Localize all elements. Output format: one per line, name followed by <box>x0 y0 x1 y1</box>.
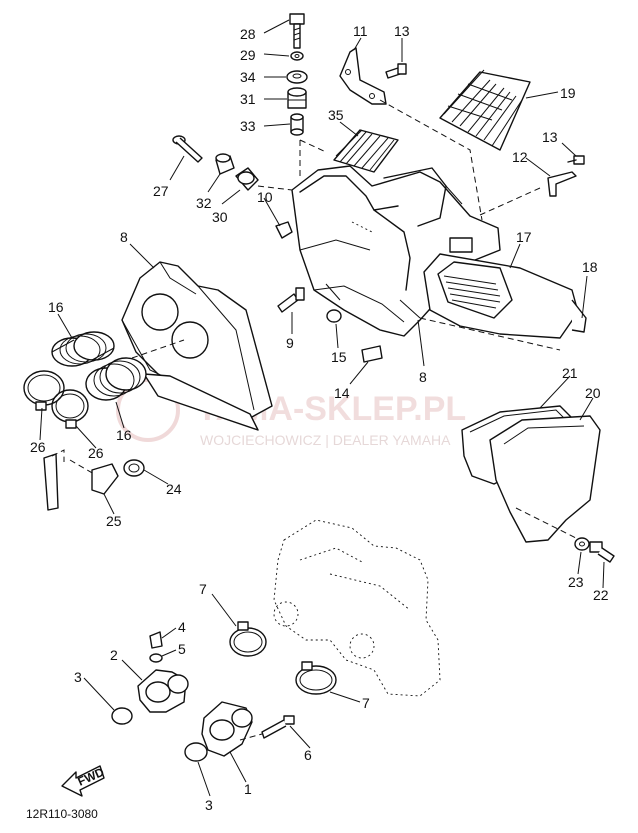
callout: 19 <box>560 85 576 101</box>
joint-2 <box>137 669 189 713</box>
callout: 21 <box>562 365 578 381</box>
callout: 22 <box>593 587 609 603</box>
callout: 13 <box>394 23 410 39</box>
callout: 1 <box>244 781 252 797</box>
callout: 9 <box>286 335 294 351</box>
callout: 28 <box>240 26 256 42</box>
callout: 16 <box>116 427 132 443</box>
plate-35 <box>333 129 399 173</box>
bolt-28 <box>289 13 305 49</box>
airbox-body <box>291 165 501 337</box>
bracket-11 <box>339 47 387 105</box>
callout: 23 <box>568 574 584 590</box>
callout: 3 <box>205 797 213 813</box>
airbox-case-8 <box>121 261 273 431</box>
screw-9 <box>277 287 305 313</box>
callout: 27 <box>153 183 169 199</box>
callout: 32 <box>196 195 212 211</box>
band-26-right <box>51 389 89 429</box>
callout: 6 <box>304 747 312 763</box>
callout: 7 <box>362 695 370 711</box>
plug-24 <box>123 459 145 477</box>
callout: 26 <box>30 439 46 455</box>
callout: 18 <box>582 259 598 275</box>
callout: 24 <box>166 481 182 497</box>
hose-25 <box>43 449 119 511</box>
washer-29 <box>290 51 304 61</box>
callout: 8 <box>419 369 427 385</box>
callout: 13 <box>542 129 558 145</box>
nut-15 <box>326 309 342 323</box>
callout: 7 <box>199 581 207 597</box>
joint-1 <box>201 701 253 757</box>
o-ring-3-lower <box>184 742 208 762</box>
callout: 26 <box>88 445 104 461</box>
bracket-12 <box>547 171 577 197</box>
callout: 29 <box>240 47 256 63</box>
bolt-27 <box>172 135 203 163</box>
callout: 14 <box>334 385 350 401</box>
cap-4 <box>149 631 163 649</box>
callout: 15 <box>331 349 347 365</box>
callout: 2 <box>110 647 118 663</box>
collar-33 <box>290 113 304 136</box>
callout: 4 <box>178 619 186 635</box>
callout: 10 <box>257 189 273 205</box>
bolt-22 <box>589 541 615 563</box>
callout: 12 <box>512 149 528 165</box>
callout: 20 <box>585 385 601 401</box>
callout: 31 <box>240 91 256 107</box>
callout: 8 <box>120 229 128 245</box>
fwd-arrow-icon: FWD <box>61 765 106 797</box>
callout-labels: 28 29 34 31 33 11 13 35 19 13 12 27 32 3… <box>30 23 609 813</box>
engine-outline <box>273 519 441 697</box>
pad-14 <box>361 345 383 363</box>
grommet-30 <box>235 167 259 191</box>
band-7-lower <box>295 661 337 695</box>
callout: 5 <box>178 641 186 657</box>
callout: 30 <box>212 209 228 225</box>
cover-20 <box>489 415 601 543</box>
diagram-code: 12R110-3080 <box>26 807 98 821</box>
callout: 35 <box>328 107 344 123</box>
band-7-upper <box>229 621 267 657</box>
callout: 11 <box>353 23 368 39</box>
filter-element-19 <box>439 69 531 151</box>
joint-16-lower <box>85 357 147 401</box>
callout: 3 <box>74 669 82 685</box>
band-26-left <box>23 370 65 411</box>
joint-16-upper <box>51 331 115 367</box>
grommet-31 <box>287 87 307 109</box>
collar-32 <box>215 153 235 175</box>
washer-23 <box>574 537 590 551</box>
bolt-6 <box>261 715 295 739</box>
callout: 34 <box>240 69 256 85</box>
bolt-13-right <box>567 155 585 165</box>
clip-10 <box>275 221 293 239</box>
washer-34 <box>286 70 308 84</box>
clamp-5 <box>149 653 163 663</box>
o-ring-3-upper <box>111 707 133 725</box>
callout: 25 <box>106 513 122 529</box>
callout: 17 <box>516 229 532 245</box>
callout: 33 <box>240 118 256 134</box>
bolt-13-top <box>385 63 407 79</box>
watermark-dealer: WOJCIECHOWICZ | DEALER YAMAHA <box>200 432 451 448</box>
cover-17 <box>423 253 587 339</box>
callout: 16 <box>48 299 64 315</box>
